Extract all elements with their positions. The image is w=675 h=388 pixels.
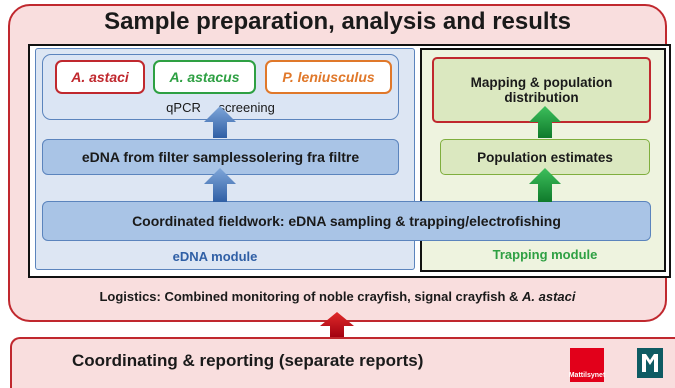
edna-filter-box: eDNA from filter samplessolering fra fil… [42, 139, 399, 175]
logistics-label: Logistics: Combined monitoring of noble … [99, 289, 523, 304]
mattilsynet-logo: Mattilsynet [568, 348, 606, 382]
mattilsynet-logo-text: Mattilsynet [568, 372, 606, 379]
arrow-up-icon [204, 106, 236, 138]
institute-logo [637, 348, 663, 378]
arrow-up-icon [320, 312, 354, 338]
edna-filter-label: eDNA from filter samplessolering fra fil… [81, 149, 360, 165]
edna-module-label: eDNA module [172, 249, 258, 264]
fieldwork-bar: Coordinated fieldwork: eDNA sampling & t… [42, 201, 651, 241]
fieldwork-label: Coordinated fieldwork: eDNA sampling & t… [132, 213, 561, 229]
species-a-astacus: A. astacus [153, 60, 256, 94]
species-a-astaci: A. astaci [55, 60, 145, 94]
arrow-up-icon [529, 168, 561, 202]
species-p-leniusculus: P. leniusculus [265, 60, 392, 94]
arrow-up-icon [529, 106, 561, 138]
trapping-module-label: Trapping module [492, 247, 598, 262]
logistics-text: Logistics: Combined monitoring of noble … [8, 289, 667, 304]
logistics-italic: A. astaci [522, 289, 576, 304]
mapping-label: Mapping & population distribution [470, 75, 613, 105]
arrow-up-icon [204, 168, 236, 202]
institute-logo-icon [642, 354, 658, 372]
population-estimates-label: Population estimates [477, 149, 613, 165]
diagram-title: Sample preparation, analysis and results [104, 8, 571, 35]
coordinating-label: Coordinating & reporting (separate repor… [72, 351, 424, 370]
coordinating-panel [10, 337, 675, 388]
